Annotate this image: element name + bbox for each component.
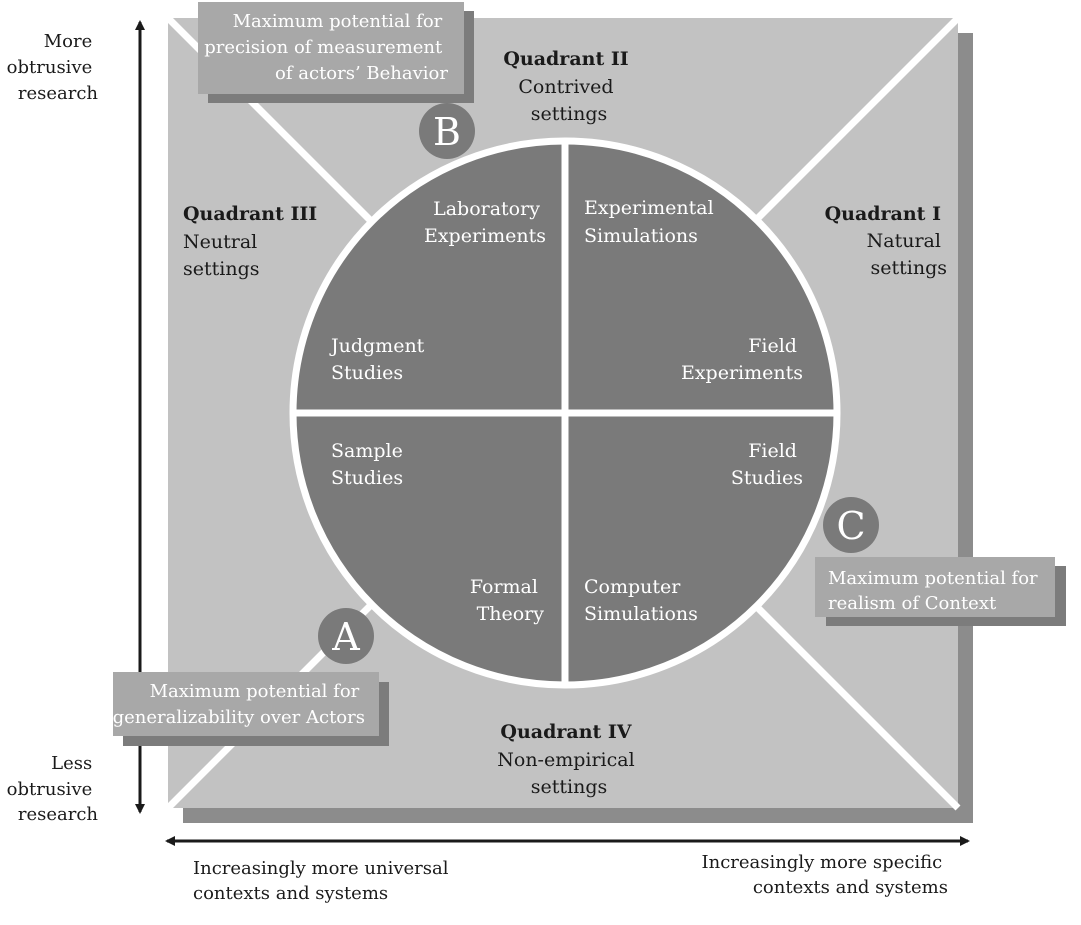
axis-top-line-1: More — [44, 31, 93, 52]
segment-judgment-line-2: Studies — [331, 362, 403, 384]
segment-sample-line-1: Sample — [331, 440, 403, 462]
segment-sample-studies: Sample Studies — [331, 440, 409, 489]
quadrant-ii-title: Quadrant II — [503, 48, 628, 70]
axis-top-line-3: research — [18, 83, 99, 104]
quadrant-iii-title: Quadrant III — [183, 203, 317, 225]
segment-laboratory-experiments: Laboratory Experiments — [424, 198, 546, 247]
callout-b-line-2: precision of measurement — [204, 37, 443, 58]
axis-bottom-label: Less obtrusive research — [7, 753, 99, 825]
quadrant-i-line-2: settings — [871, 257, 948, 279]
callout-b-text: Maximum potential for precision of measu… — [204, 11, 448, 84]
segment-field-experiments-line-1: Field — [748, 335, 797, 357]
callout-c-text: Maximum potential for realism of Context — [828, 568, 1043, 614]
badge-b — [419, 103, 475, 159]
quadrant-iv-line-1: Non-empirical — [497, 749, 634, 771]
badge-a-letter: A — [331, 615, 360, 659]
callout-b-box — [198, 2, 464, 94]
axis-bottom-line-3: research — [18, 804, 99, 825]
axis-left-line-1: Increasingly more universal — [193, 858, 449, 879]
axis-left-line-2: contexts and systems — [193, 883, 388, 904]
quadrant-i-line-1: Natural — [867, 230, 941, 252]
badge-c-letter: C — [836, 504, 865, 548]
callout-c-box — [815, 557, 1055, 617]
segment-field-studies: Field Studies — [731, 440, 803, 489]
callout-c-line-1: Maximum potential for — [828, 568, 1038, 589]
quadrant-iv-title: Quadrant IV — [500, 721, 632, 743]
segment-judgment-line-1: Judgment — [329, 335, 425, 357]
segment-experimental-simulations: Experimental Simulations — [584, 197, 720, 247]
axis-top-line-2: obtrusive — [7, 57, 93, 78]
quadrant-i-title: Quadrant I — [825, 203, 941, 225]
callout-b-line-3: of actors’ Behavior — [275, 63, 448, 84]
segment-experimental-line-1: Experimental — [584, 197, 714, 219]
segment-computer-line-1: Computer — [584, 576, 681, 598]
callout-a-text: Maximum potential for generalizability o… — [113, 681, 365, 728]
axis-bottom-line-1: Less — [51, 753, 92, 774]
axis-top-label: More obtrusive research — [7, 31, 99, 104]
segment-laboratory-line-2: Experiments — [424, 225, 546, 247]
callout-a-line-1: Maximum potential for — [150, 681, 360, 702]
quadrant-iii-line-2: settings — [183, 258, 260, 280]
segment-computer-simulations: Computer Simulations — [584, 576, 698, 625]
axis-left-label: Increasingly more universal contexts and… — [193, 858, 454, 904]
segment-laboratory-line-1: Laboratory — [433, 198, 540, 220]
axis-right-line-2: contexts and systems — [753, 877, 948, 898]
segment-computer-line-2: Simulations — [584, 603, 698, 625]
badge-b-letter: B — [433, 110, 461, 154]
axis-bottom-line-2: obtrusive — [7, 779, 93, 800]
callout-a-line-2: generalizability over Actors — [113, 707, 365, 728]
segment-sample-line-2: Studies — [331, 467, 403, 489]
quadrant-ii-label: Quadrant II Contrived settings — [503, 48, 634, 125]
segment-judgment-studies: Judgment Studies — [329, 335, 430, 384]
segment-formal-line-1: Formal — [470, 576, 538, 598]
quadrant-ii-line-2: settings — [531, 103, 608, 125]
quadrant-iv-label: Quadrant IV Non-empirical settings — [497, 721, 640, 798]
axis-right-label: Increasingly more specific contexts and … — [702, 852, 948, 898]
callout-a-box — [113, 672, 379, 736]
badge-a — [318, 608, 374, 664]
callout-c-line-2: realism of Context — [828, 593, 997, 614]
segment-formal-theory: Formal Theory — [470, 576, 544, 625]
segment-experimental-line-2: Simulations — [584, 225, 698, 247]
segment-field-experiments: Field Experiments — [681, 335, 803, 384]
quadrant-iii-line-1: Neutral — [183, 231, 257, 253]
segment-field-studies-line-1: Field — [748, 440, 797, 462]
segment-field-studies-line-2: Studies — [731, 467, 803, 489]
quadrant-iv-line-2: settings — [531, 776, 608, 798]
segment-formal-line-2: Theory — [477, 603, 545, 625]
quadrant-iii-label: Quadrant III Neutral settings — [183, 203, 323, 280]
quadrant-ii-line-1: Contrived — [518, 76, 613, 98]
axis-right-line-1: Increasingly more specific — [702, 852, 943, 873]
quadrant-i-label: Quadrant I Natural settings — [825, 203, 947, 279]
callout-b-line-1: Maximum potential for — [233, 11, 443, 32]
badge-c — [823, 497, 879, 553]
segment-field-experiments-line-2: Experiments — [681, 362, 803, 384]
